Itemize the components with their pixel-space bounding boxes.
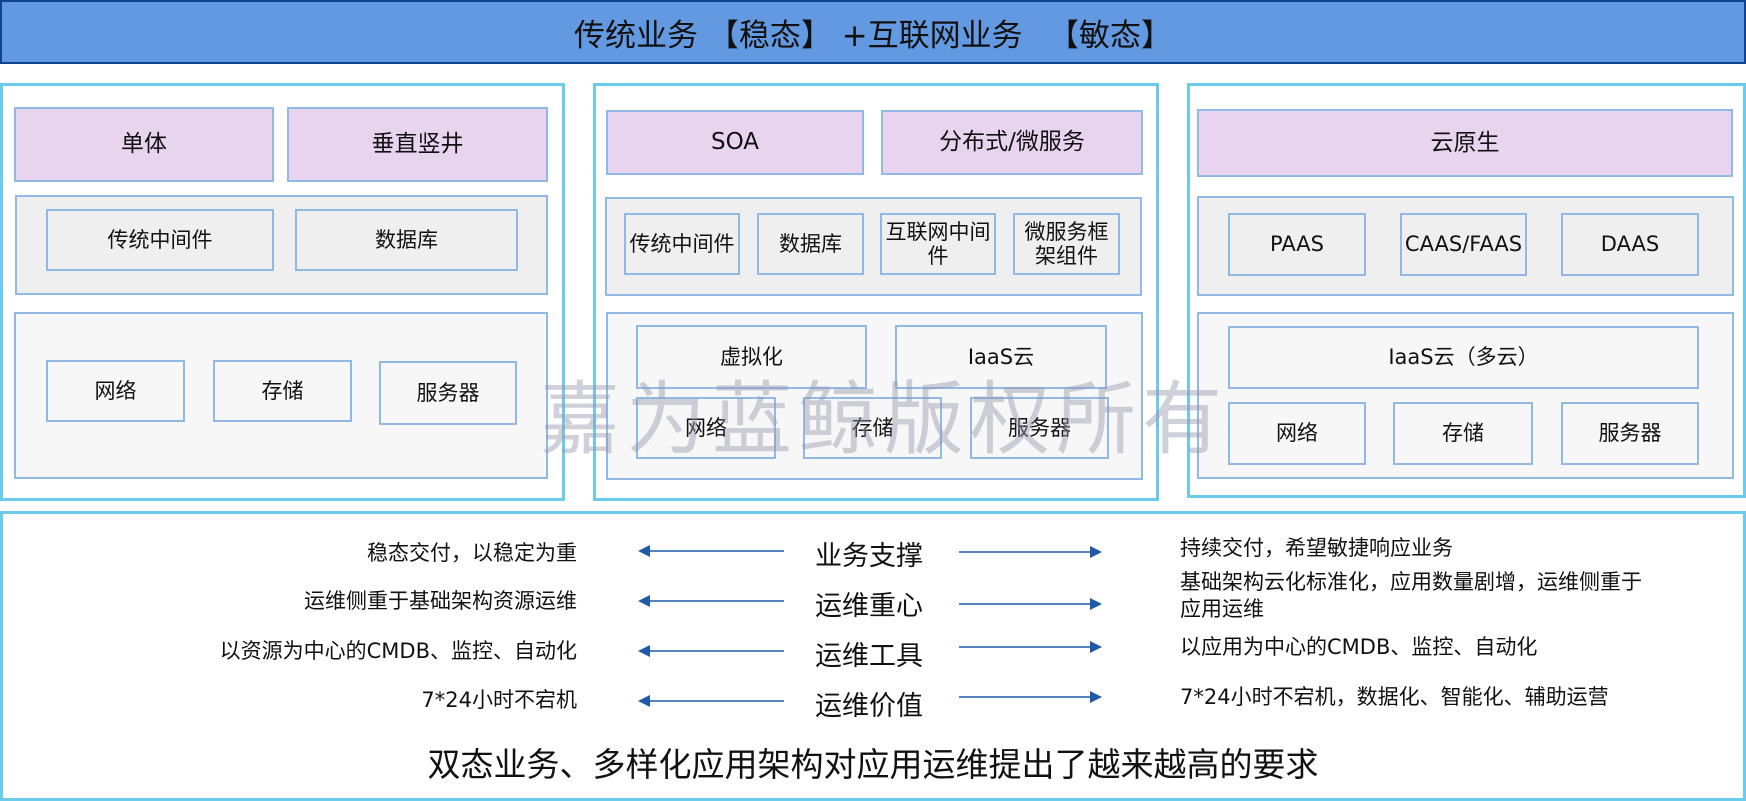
diagram-title-banner: 传统业务 【稳态】 +互联网业务 【敏态】 bbox=[0, 0, 1746, 64]
comparison-left-text: 7*24小时不宕机 bbox=[421, 688, 577, 712]
arch-cloud-native: 云原生 bbox=[1197, 109, 1733, 177]
caas-faas: CAAS/FAAS bbox=[1400, 213, 1527, 276]
comparison-category: 业务支撑 bbox=[815, 541, 923, 572]
comparison-left-text: 运维侧重于基础架构资源运维 bbox=[304, 589, 577, 613]
paas: PAAS bbox=[1228, 213, 1366, 276]
storage: 存储 bbox=[1393, 402, 1533, 465]
comparison-category: 运维重心 bbox=[815, 591, 923, 622]
comparison-left-text: 以资源为中心的CMDB、监控、自动化 bbox=[219, 639, 577, 663]
arrow-right-icon bbox=[959, 690, 1102, 704]
diagram-title: 传统业务 【稳态】 +互联网业务 【敏态】 bbox=[573, 17, 1173, 54]
server: 服务器 bbox=[379, 361, 517, 425]
arch-soa: SOA bbox=[606, 110, 864, 175]
database: 数据库 bbox=[757, 213, 864, 275]
network: 网络 bbox=[636, 397, 776, 459]
comparison-category: 运维工具 bbox=[815, 641, 923, 672]
comparison-panel bbox=[0, 511, 1746, 801]
storage: 存储 bbox=[803, 397, 942, 459]
arrow-right-icon bbox=[959, 640, 1102, 654]
arrow-left-icon bbox=[638, 694, 786, 708]
traditional-middleware: 传统中间件 bbox=[46, 209, 274, 271]
infrastructure-layer bbox=[14, 312, 548, 479]
arrow-left-icon bbox=[638, 594, 786, 608]
microservice-framework: 微服务框架组件 bbox=[1013, 213, 1120, 275]
traditional-middleware: 传统中间件 bbox=[624, 213, 740, 275]
infrastructure-layer bbox=[1197, 312, 1734, 479]
arrow-right-icon bbox=[959, 545, 1102, 559]
comparison-category: 运维价值 bbox=[815, 691, 923, 722]
comparison-left-text: 稳态交付，以稳定为重 bbox=[367, 541, 577, 565]
comparison-right-text: 持续交付，希望敏捷响应业务 bbox=[1180, 536, 1453, 560]
iaas-cloud: IaaS云 bbox=[895, 325, 1107, 389]
daas: DAAS bbox=[1561, 213, 1699, 276]
arrow-left-icon bbox=[638, 644, 786, 658]
comparison-right-text: 基础架构云化标准化，应用数量剧增，运维侧重于应用运维 bbox=[1180, 570, 1642, 622]
arch-vertical-silo: 垂直竖井 bbox=[287, 107, 548, 182]
server: 服务器 bbox=[1561, 402, 1699, 465]
arrow-right-icon bbox=[959, 597, 1102, 611]
network: 网络 bbox=[46, 360, 185, 422]
iaas-multi-cloud: IaaS云（多云） bbox=[1228, 326, 1699, 389]
arch-monolith: 单体 bbox=[14, 107, 274, 182]
virtualization: 虚拟化 bbox=[636, 325, 867, 389]
summary-statement: 双态业务、多样化应用架构对应用运维提出了越来越高的要求 bbox=[427, 745, 1319, 784]
database: 数据库 bbox=[295, 209, 518, 271]
comparison-right-text: 7*24小时不宕机，数据化、智能化、辅助运营 bbox=[1180, 685, 1609, 709]
infrastructure-layer bbox=[606, 312, 1143, 480]
internet-middleware: 互联网中间件 bbox=[880, 213, 996, 275]
comparison-right-text: 以应用为中心的CMDB、监控、自动化 bbox=[1180, 635, 1538, 659]
network: 网络 bbox=[1228, 402, 1366, 465]
server: 服务器 bbox=[970, 397, 1109, 459]
storage: 存储 bbox=[213, 360, 352, 422]
arch-distributed-microservices: 分布式/微服务 bbox=[881, 110, 1143, 175]
arrow-left-icon bbox=[638, 544, 786, 558]
